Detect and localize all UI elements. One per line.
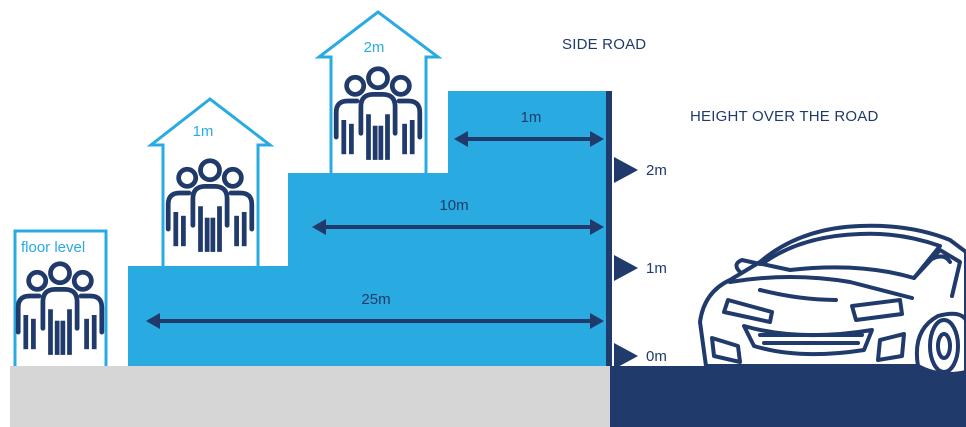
distance-arrow-icon [454, 131, 604, 147]
distance-label-1m: 1m [521, 109, 542, 126]
height-marker-icon [614, 157, 638, 183]
height-label-1m: 1m [646, 260, 667, 277]
distance-label-25m: 25m [361, 291, 390, 308]
distance-arrow-icon [146, 313, 604, 329]
distance-label-10m: 10m [439, 197, 468, 214]
floor-level-frame [13, 229, 108, 366]
height-label-2m: 2m [646, 162, 667, 179]
people-group-icon [18, 264, 102, 355]
house-outline-icon [314, 10, 443, 173]
house-outline-icon [146, 97, 275, 266]
distance-arrow-icon [312, 219, 604, 235]
people-group-icon [168, 161, 252, 252]
road-wall [606, 91, 612, 366]
floor-level-label: floor level [21, 239, 85, 256]
house-label-2m: 2m [364, 39, 385, 56]
car-icon [698, 223, 966, 376]
side-road-title: SIDE ROAD [562, 36, 646, 53]
people-group-icon [336, 69, 420, 160]
house-label-1m: 1m [193, 123, 214, 140]
ground-walkway [10, 366, 610, 427]
height-marker-icon [614, 255, 638, 281]
height-marker-icon [614, 343, 638, 369]
road-surface [610, 366, 966, 427]
height-over-road-title: HEIGHT OVER THE ROAD [690, 108, 878, 125]
height-label-0m: 0m [646, 348, 667, 365]
